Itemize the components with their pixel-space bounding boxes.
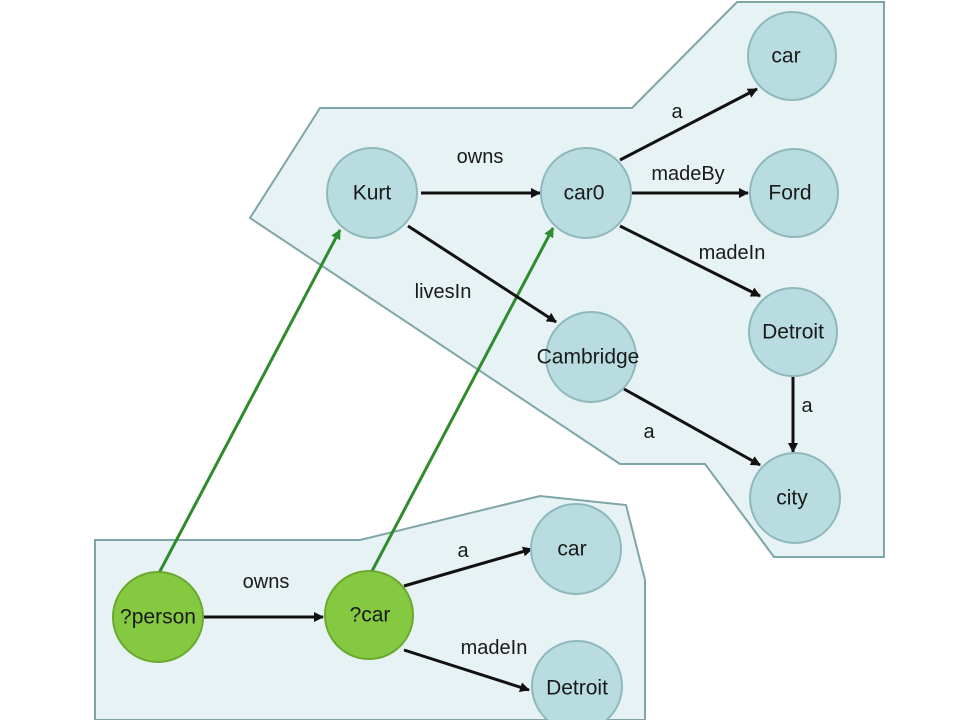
edge-carvar-madein-detroit [403,648,530,693]
node-label: ?car [350,604,391,627]
node-city: city [749,452,841,544]
edge-label-owns: owns [457,146,504,168]
node-label: Detroit [546,677,608,700]
node-kurt: Kurt [326,147,418,239]
node-label: Ford [768,182,811,205]
node-label: Cambridge [537,346,640,369]
node-label: ?person [120,606,196,629]
node-car-variable: ?car [324,570,414,660]
node-detroit: Detroit [748,287,838,377]
node-label: car [557,538,586,561]
node-label: car0 [564,182,605,205]
edge-label-livesin: livesIn [415,281,472,303]
edge-car0-a-car [619,87,758,162]
edge-label-a: a [643,421,655,443]
edge-cambridge-a-city [623,387,761,467]
node-car0: car0 [540,147,632,239]
node-label: Detroit [762,321,824,344]
edge-carvar-a-car [403,546,533,588]
edge-label-a: a [801,395,813,417]
edge-car0-madein-detroit [619,224,761,298]
node-car: car [747,11,837,101]
node-detroit-query: Detroit [531,640,623,720]
edge-label-madein: madeIn [461,637,528,659]
knowledge-graph-region [248,1,885,558]
edge-kurt-livesin-cambridge [407,224,557,324]
edge-label-madein: madeIn [699,242,766,264]
node-label: city [776,487,808,510]
edge-label-a: a [671,101,683,123]
edge-label-madeby: madeBy [651,163,724,185]
node-cambridge: Cambridge [537,311,640,403]
match-edge-person-kurt [156,229,342,576]
edge-label-owns: owns [243,571,290,593]
match-edge-car-car0 [369,227,555,574]
node-ford: Ford [749,148,839,238]
edge-label-a: a [457,540,469,562]
node-label: car [771,45,800,68]
node-person-variable: ?person [112,571,204,663]
node-car-class: car [530,503,622,595]
node-label: Kurt [353,182,392,205]
